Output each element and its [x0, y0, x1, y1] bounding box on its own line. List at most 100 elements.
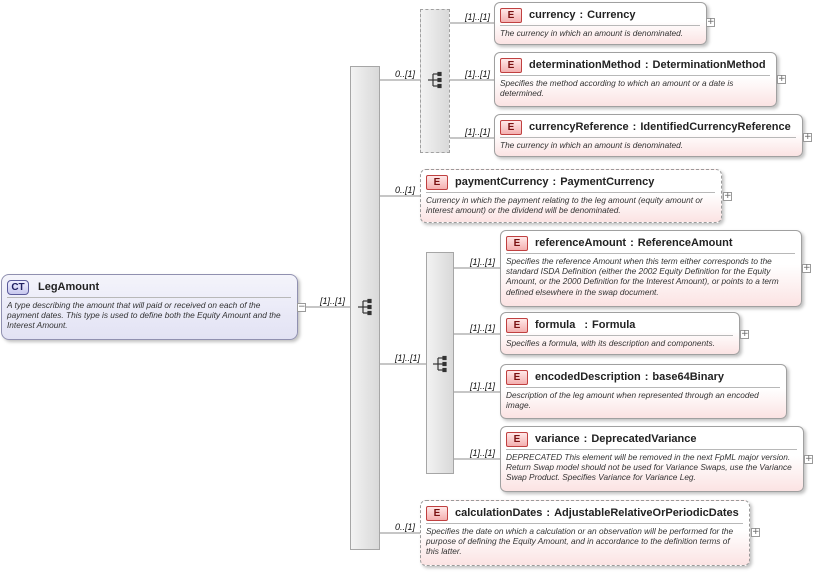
element-name: variance: [535, 433, 580, 445]
element-documentation: DEPRECATED This element will be removed …: [506, 452, 792, 483]
separator: [500, 75, 770, 76]
element-name: currency: [529, 9, 576, 21]
determinationmethod-multiplicity: [1]..[1]: [465, 69, 491, 79]
element-documentation: Specifies the date on which a calculatio…: [426, 526, 734, 557]
plus-icon[interactable]: +: [723, 191, 732, 201]
element-name: referenceAmount: [535, 237, 627, 249]
element-documentation: The currency in which an amount is denom…: [500, 140, 684, 150]
element-badge: E: [426, 505, 448, 521]
currency-multiplicity: [1]..[1]: [465, 12, 491, 22]
element-paymentcurrency[interactable]: E paymentCurrency : PaymentCurrency Curr…: [420, 169, 722, 223]
separator: [500, 137, 796, 138]
element-variance[interactable]: E variance : DeprecatedVariance DEPRECAT…: [500, 426, 804, 492]
referenceamount-header: E referenceAmount : ReferenceAmount: [506, 234, 733, 252]
element-badge: E: [426, 174, 448, 190]
currency-header: E currency : Currency: [500, 6, 635, 24]
determinationmethod-header: E determinationMethod : DeterminationMet…: [500, 56, 766, 74]
root-multiplicity: [1]..[1]: [320, 296, 346, 306]
separator: [506, 387, 780, 388]
choice-group-multiplicity: 0..[1]: [395, 69, 416, 79]
paymentcurrency-header: E paymentCurrency : PaymentCurrency: [426, 173, 654, 191]
encodeddescription-multiplicity: [1]..[1]: [470, 381, 496, 391]
root-name: LegAmount: [38, 281, 100, 293]
element-documentation: Specifies the reference Amount when this…: [506, 256, 779, 297]
element-type: Formula: [592, 319, 636, 331]
sequence-icon: [428, 71, 442, 89]
element-name: encodedDescription: [535, 371, 641, 383]
plus-icon[interactable]: +: [777, 74, 786, 84]
root-header: CT LegAmount: [7, 278, 99, 296]
variance-header: E variance : DeprecatedVariance: [506, 430, 697, 448]
choice-group-bar[interactable]: [420, 9, 450, 153]
element-badge: E: [506, 235, 528, 251]
type-separator: :: [546, 507, 551, 519]
element-calculationdates[interactable]: E calculationDates : AdjustableRelativeO…: [420, 500, 750, 566]
encodeddescription-header: E encodedDescription : base64Binary: [506, 368, 724, 386]
element-type: DeprecatedVariance: [591, 433, 697, 445]
complex-type-badge: CT: [7, 279, 29, 295]
type-separator: :: [644, 59, 649, 71]
type-separator: :: [644, 371, 649, 383]
element-name: formula: [535, 319, 576, 331]
root-separator: [7, 297, 291, 298]
element-encodeddescription[interactable]: E encodedDescription : base64Binary Desc…: [500, 364, 787, 419]
calculationdates-multiplicity: 0..[1]: [395, 522, 416, 532]
element-referenceamount[interactable]: E referenceAmount : ReferenceAmount Spec…: [500, 230, 802, 307]
element-name: paymentCurrency: [455, 176, 549, 188]
element-documentation: The currency in which an amount is denom…: [500, 28, 684, 38]
element-formula[interactable]: E formula : Formula Specifies a formula,…: [500, 312, 740, 355]
type-separator: :: [632, 121, 637, 133]
separator: [426, 192, 715, 193]
plus-icon[interactable]: +: [802, 263, 811, 273]
type-separator: :: [579, 9, 584, 21]
currencyreference-multiplicity: [1]..[1]: [465, 127, 491, 137]
element-currency[interactable]: E currency : Currency The currency in wh…: [494, 2, 707, 45]
calculationdates-header: E calculationDates : AdjustableRelativeO…: [426, 504, 739, 522]
element-name: determinationMethod: [529, 59, 641, 71]
root-documentation: A type describing the amount that will p…: [7, 300, 281, 331]
currencyreference-header: E currencyReference : IdentifiedCurrency…: [500, 118, 791, 136]
element-type: IdentifiedCurrencyReference: [640, 121, 791, 133]
plus-icon[interactable]: +: [706, 17, 715, 27]
type-separator: :: [583, 433, 588, 445]
element-documentation: Specifies the method according to which …: [500, 78, 734, 99]
element-type: ReferenceAmount: [637, 237, 733, 249]
element-badge: E: [506, 317, 528, 333]
main-sequence-bar[interactable]: [350, 66, 380, 550]
variance-multiplicity: [1]..[1]: [470, 448, 496, 458]
element-badge: E: [500, 119, 522, 135]
formula-header: E formula : Formula: [506, 316, 635, 334]
element-determinationmethod[interactable]: E determinationMethod : DeterminationMet…: [494, 52, 777, 107]
type-separator: :: [584, 319, 589, 331]
element-currencyreference[interactable]: E currencyReference : IdentifiedCurrency…: [494, 114, 803, 157]
sequence-icon: [358, 298, 372, 316]
plus-icon[interactable]: +: [751, 527, 760, 537]
plus-icon[interactable]: +: [740, 329, 749, 339]
element-badge: E: [506, 369, 528, 385]
element-type: AdjustableRelativeOrPeriodicDates: [554, 507, 739, 519]
type-separator: :: [630, 237, 634, 249]
formula-multiplicity: [1]..[1]: [470, 323, 496, 333]
separator: [426, 523, 743, 524]
element-badge: E: [500, 7, 522, 23]
element-documentation: Description of the leg amount when repre…: [506, 390, 759, 411]
element-name: currencyReference: [529, 121, 629, 133]
type-separator: :: [552, 176, 557, 188]
element-documentation: Specifies a formula, with its descriptio…: [506, 338, 715, 348]
separator: [500, 25, 700, 26]
element-badge: E: [500, 57, 522, 73]
sequence-icon: [433, 355, 447, 373]
minus-icon[interactable]: −: [297, 302, 306, 312]
referenceamount-multiplicity: [1]..[1]: [470, 257, 496, 267]
separator: [506, 335, 733, 336]
inner-sequence-bar[interactable]: [426, 252, 454, 474]
complex-type-legamount[interactable]: CT LegAmount A type describing the amoun…: [1, 274, 298, 340]
plus-icon[interactable]: +: [804, 454, 813, 464]
inner-group-multiplicity: [1]..[1]: [395, 353, 421, 363]
plus-icon[interactable]: +: [803, 132, 812, 142]
element-name: calculationDates: [455, 507, 543, 519]
element-type: DeterminationMethod: [652, 59, 766, 71]
element-documentation: Currency in which the payment relating t…: [426, 195, 703, 216]
paymentcurrency-multiplicity: 0..[1]: [395, 185, 416, 195]
element-type: Currency: [587, 9, 636, 21]
